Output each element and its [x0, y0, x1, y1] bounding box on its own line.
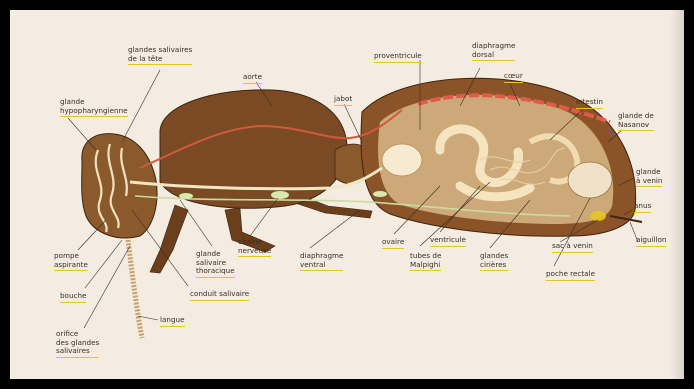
label-glande-a-venin: glande à venin: [636, 168, 662, 187]
label-aorte: aorte: [243, 73, 262, 84]
venom-sac: [590, 211, 606, 221]
label-glandes-salivaires-tete: glandes salivaires de la tête: [128, 46, 192, 65]
label-jabot: jabot: [334, 95, 352, 106]
label-tubes-malpighi: tubes de Malpighi: [410, 252, 441, 271]
label-ovaire: ovaire: [382, 238, 404, 249]
label-glandes-cirieres: glandes cirières: [480, 252, 508, 271]
label-chaine-nerveuse: chaîne nerveuse: [238, 238, 271, 257]
label-glande-salivaire-thoracique: glande salivaire thoracique: [196, 250, 235, 278]
label-diaphragme-ventral: diaphragme ventral: [300, 252, 343, 271]
label-conduit-salivaire: conduit salivaire: [190, 290, 249, 301]
tongue: [128, 240, 142, 338]
label-orifice-glandes: orifice des glandes salivaires: [56, 330, 99, 358]
label-glande-nasanov: glande de Nasanov: [618, 112, 654, 131]
label-coeur: cœur: [504, 72, 523, 83]
label-sac-a-venin: sac à venin: [552, 242, 593, 253]
label-anus: anus: [634, 202, 651, 213]
bee-anatomy-drawing: [10, 10, 684, 379]
label-aiguillon: aiguillon: [636, 236, 666, 247]
rectal-pouch: [568, 162, 612, 198]
label-bouche: bouche: [60, 292, 86, 303]
label-poche-rectale: poche rectale: [546, 270, 595, 281]
crop: [382, 144, 422, 176]
label-pompe-aspirante: pompe aspirante: [54, 252, 88, 271]
label-ventricule: ventricule: [430, 236, 466, 247]
diagram-frame: glandes salivaires de la tête glande hyp…: [10, 10, 684, 379]
label-glande-hypopharyngienne: glande hypopharyngienne: [60, 98, 128, 117]
label-langue: langue: [160, 316, 185, 327]
scan-edge: [670, 10, 684, 379]
thorax: [160, 90, 347, 208]
label-diaphragme-dorsal: diaphragme dorsal: [472, 42, 515, 61]
label-proventricule: proventricule: [374, 52, 422, 63]
label-intestin: intestin: [576, 98, 603, 109]
